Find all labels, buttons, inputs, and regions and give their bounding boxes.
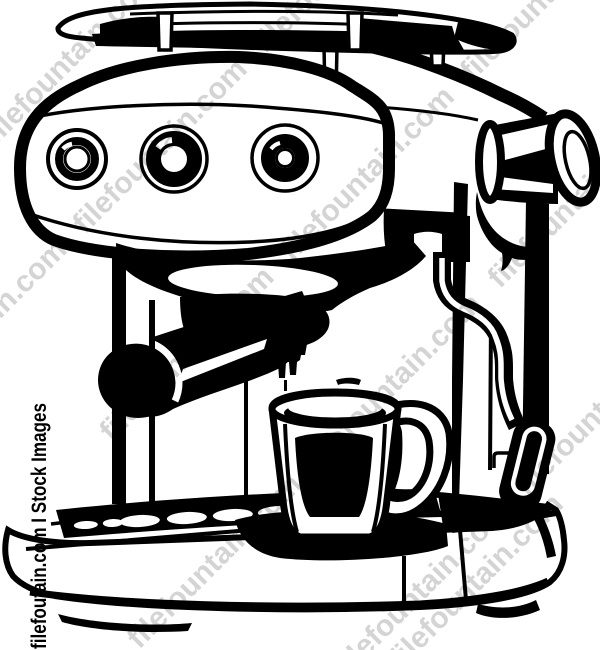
svg-text:filefoutain.com I Stock Images: filefoutain.com I Stock Images (28, 403, 51, 649)
